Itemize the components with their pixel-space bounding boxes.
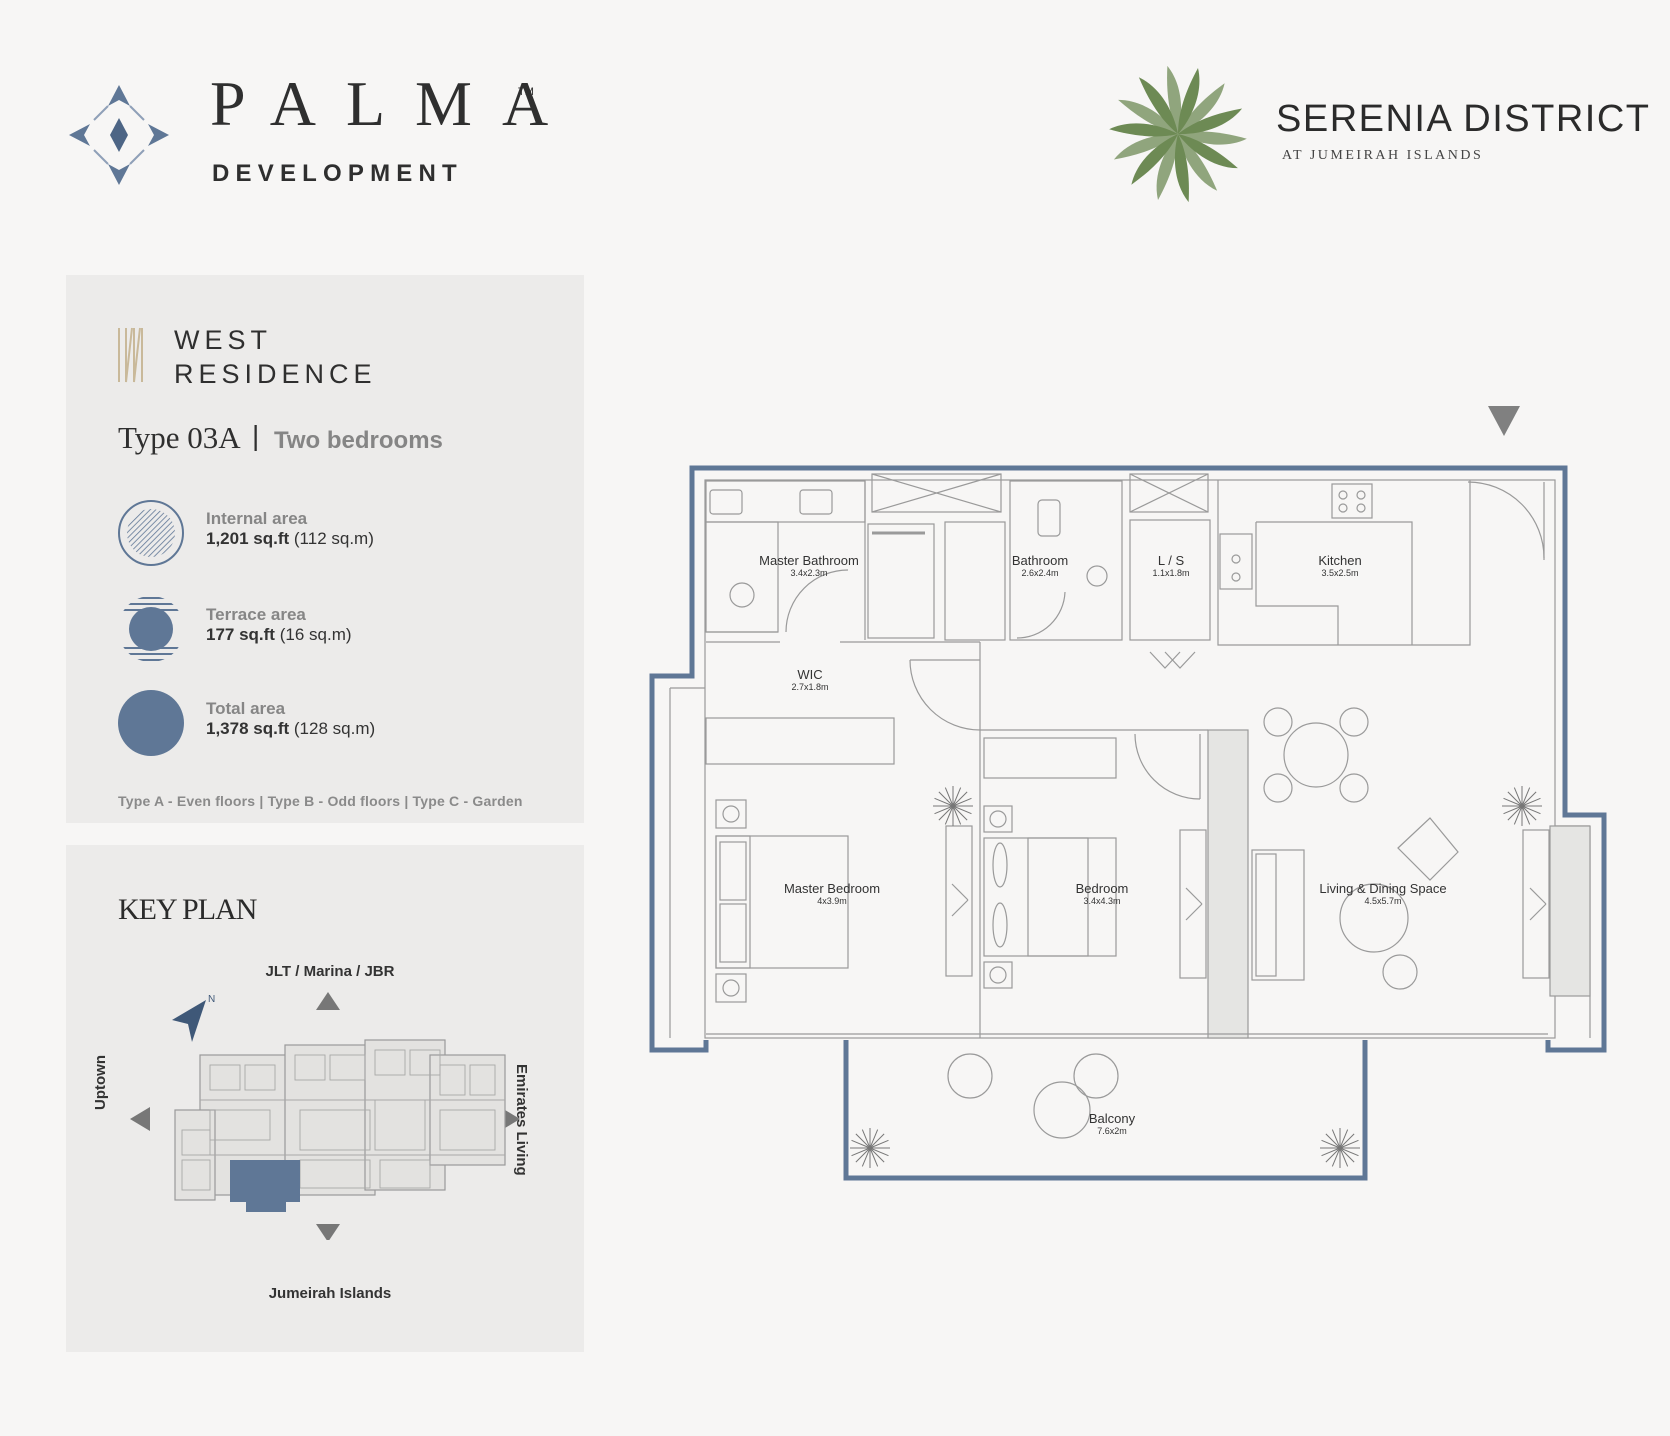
area-row-total: Total area 1,378 sq.ft (128 sq.m) [206,699,375,739]
floor-type-note: Type A - Even floors | Type B - Odd floo… [118,793,523,809]
plant-icon [1320,1128,1360,1168]
key-plan-north-label: JLT / Marina / JBR [265,963,395,980]
room-master-bedroom: Master Bedroom 4x3.9m [772,881,892,906]
room-kitchen: Kitchen 3.5x2.5m [1290,553,1390,578]
highlighted-unit [230,1160,300,1202]
leaf [1113,133,1178,160]
residence-name-line2: RESIDENCE [174,359,377,389]
leaf [1174,134,1189,203]
unit-type: Type 03A [118,420,241,455]
solid-circle-icon [118,690,184,756]
area-value: 1,201 sq.ft (112 sq.m) [206,529,374,548]
area-label: Internal area [206,509,308,528]
area-row-internal: Internal area 1,201 sq.ft (112 sq.m) [206,509,374,549]
striped-circle-icon [118,597,184,661]
leaf [1131,134,1178,185]
compass-letter: N [208,994,215,1005]
plant-icon [933,786,973,826]
bedroom-count: Two bedrooms [274,427,443,454]
residence-mark-icon [118,327,143,383]
leaf [1178,83,1225,134]
room-balcony: Balcony 7.6x2m [1072,1111,1152,1136]
room-name: Master Bathroom [759,553,859,568]
leaf [1156,134,1178,200]
room-dimensions: 4.5x5.7m [1364,896,1402,906]
entrance-arrow-icon [1488,406,1520,436]
room-dimensions: 3.4x4.3m [1083,896,1121,906]
arrow-south-icon [316,1224,340,1240]
room-name: Balcony [1088,1111,1136,1126]
key-plan-south-label: Jumeirah Islands [268,1285,392,1302]
residence-name-line1: WEST [174,325,272,355]
leaf [1167,65,1182,134]
room-dimensions: 7.6x2m [1097,1126,1127,1136]
type-separator: | [252,420,260,451]
leaf [1178,68,1200,134]
project-title: SERENIA DISTRICT [1276,98,1651,140]
room-name: Master Bedroom [783,881,881,896]
brand-subtitle: DEVELOPMENT [212,160,463,187]
leaf [1109,123,1178,137]
floor-plan [649,406,1607,1181]
leaf [1178,134,1238,169]
area-label: Total area [206,699,286,718]
arrow-west-icon [130,1107,150,1131]
room-bedroom: Bedroom 3.4x4.3m [1052,881,1152,906]
room-wic: WIC 2.7x1.8m [770,667,850,692]
area-value: 177 sq.ft (16 sq.m) [206,625,352,644]
room-dimensions: 1.1x1.8m [1152,568,1190,578]
key-plan-west-label: Uptown [92,1055,109,1110]
compass-star-icon [69,85,169,185]
room-dimensions: 2.7x1.8m [791,682,829,692]
project-subtitle: AT JUMEIRAH ISLANDS [1282,148,1484,163]
room-name: Kitchen [1318,553,1362,568]
leaf [1178,131,1247,145]
key-plan-title: KEY PLAN [118,893,257,926]
room-bathroom: Bathroom 2.6x2.4m [990,553,1090,578]
brand-name: PALMA [210,68,579,139]
area-row-terrace: Terrace area 177 sq.ft (16 sq.m) [206,605,352,645]
room-ls: L / S 1.1x1.8m [1141,553,1201,578]
room-name: Bedroom [1075,881,1129,896]
key-plan-drawing: N [130,992,520,1240]
leaf [1178,108,1243,135]
area-label: Terrace area [206,605,306,624]
arrow-north-icon [316,992,340,1010]
plant-icon [1502,786,1542,826]
trademark: TM [518,86,534,98]
area-value: 1,378 sq.ft (128 sq.m) [206,719,376,738]
room-master-bathroom: Master Bathroom 3.4x2.3m [740,553,878,578]
palm-burst-icon [1109,65,1247,203]
room-dimensions: 3.4x2.3m [790,568,828,578]
room-dimensions: 4x3.9m [817,896,847,906]
room-name: L / S [1157,553,1185,568]
hatched-circle-icon [118,500,184,566]
plant-icon [850,1128,890,1168]
room-dimensions: 2.6x2.4m [1021,568,1059,578]
room-name: Living & Dining Space [1319,881,1447,896]
room-dimensions: 3.5x2.5m [1321,568,1359,578]
leaf [1118,99,1178,134]
leaf [1138,77,1178,134]
room-name: Bathroom [1011,553,1069,568]
leaf [1178,134,1218,191]
room-name: WIC [797,667,823,682]
north-compass-icon [172,1000,206,1042]
residence-name: WEST RESIDENCE [174,323,377,391]
room-living-dining: Living & Dining Space 4.5x5.7m [1308,881,1458,906]
